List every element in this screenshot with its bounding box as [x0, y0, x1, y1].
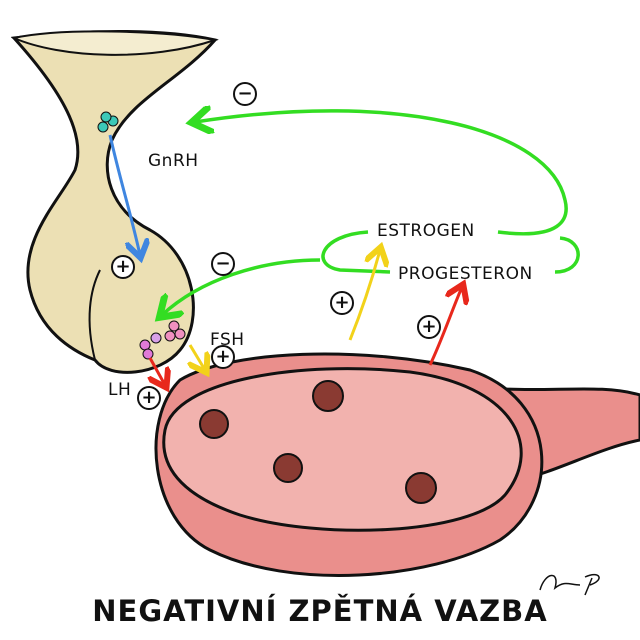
gnrh-arrow	[108, 134, 140, 255]
minus-sign-icon: −	[233, 82, 257, 106]
negative-feedback-arrow-pituitary	[162, 258, 321, 315]
estrogen-label: ESTROGEN	[377, 221, 475, 241]
pituitary-gland	[10, 30, 219, 374]
estrogen-progesteron-loop	[321, 230, 580, 274]
progesteron-label: PROGESTERON	[398, 264, 533, 284]
estrogen-arrow	[348, 250, 380, 341]
lh-label: LH	[108, 380, 132, 400]
fsh-arrow	[190, 344, 205, 370]
signature	[539, 573, 600, 596]
diagram-title: NEGATIVNÍ ZPĚTNÁ VAZBA	[92, 594, 548, 628]
lh-arrow	[150, 357, 165, 385]
minus-sign-icon: −	[211, 252, 235, 276]
plus-sign-icon: +	[330, 291, 354, 315]
negative-feedback-arrow-hypothalamus	[195, 111, 568, 236]
progesteron-arrow	[428, 287, 462, 366]
gnrh-label: GnRH	[148, 151, 199, 171]
plus-sign-icon: +	[111, 255, 135, 279]
plus-sign-icon: +	[417, 315, 441, 339]
ovary	[154, 352, 640, 577]
plus-sign-icon: +	[211, 345, 235, 369]
plus-sign-icon: +	[137, 386, 161, 410]
